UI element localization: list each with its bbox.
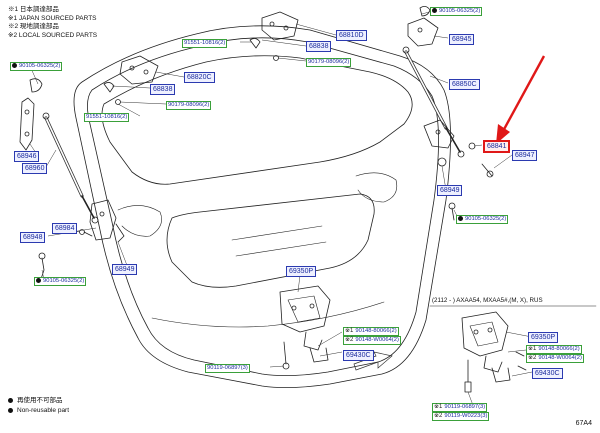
part-label[interactable]: 68947 (512, 150, 538, 161)
part-label[interactable]: 69350P (528, 332, 559, 343)
part-label[interactable]: 68838 (306, 41, 332, 52)
part-label[interactable]: 68960 (22, 163, 48, 174)
non-reusable-dot-icon (458, 216, 463, 221)
diagram-code: 67A4 (575, 420, 592, 427)
legend-line: 再使用不可部品 (8, 396, 69, 406)
part-label[interactable]: 91551-10816(2) (84, 113, 130, 122)
part-label[interactable]: 68810D (336, 30, 367, 41)
note-line: ※2 現地調達部品 (8, 23, 59, 31)
non-reusable-dot-icon (8, 407, 13, 413)
non-reusable-dot-icon (12, 63, 17, 68)
part-label[interactable]: 90105-06325(2) (430, 7, 483, 17)
part-label[interactable]: 68945 (449, 34, 475, 45)
note-line: ※1 日本調達部品 (8, 6, 59, 13)
left-gas-strut (42, 112, 99, 224)
part-label[interactable]: 68946 (14, 151, 40, 162)
part-label[interactable]: 68984 (52, 223, 78, 234)
door-lock-assembly (279, 285, 331, 370)
part-label[interactable]: 90105-06325(2) (10, 62, 63, 72)
part-label[interactable]: 69350P (286, 266, 317, 277)
part-label[interactable]: 69430C (343, 350, 374, 361)
license-recess (166, 193, 375, 288)
variant-note: (2112 - ) AXAA54, MXAA5#,(M, X), RUS (432, 297, 543, 304)
back-door-inner-line (87, 37, 439, 376)
legend-line: Non-reusable part (8, 406, 69, 416)
right-lower-bracket (423, 119, 455, 149)
left-lower-bracket (89, 199, 117, 241)
part-label[interactable]: 68850C (449, 79, 480, 90)
part-label[interactable]: 91551-10816(2) (182, 39, 228, 48)
part-label[interactable]: 68949 (112, 264, 138, 275)
part-label[interactable]: 69430C (532, 368, 563, 379)
part-label[interactable]: 68820C (184, 72, 215, 83)
non-reusable-dot-icon (8, 397, 13, 403)
source-notes: ※1 日本調達部品 ※1 JAPAN SOURCED PARTS ※2 現地調達… (8, 6, 97, 40)
part-label[interactable]: 90179-08096(2) (166, 101, 212, 110)
right-upper-bracket (407, 17, 439, 47)
part-label[interactable]: 68949 (437, 185, 463, 196)
legend: 再使用不可部品 Non-reusable part (8, 396, 69, 416)
non-reusable-dot-icon (432, 8, 437, 13)
part-label[interactable]: 68948 (20, 232, 46, 243)
note-line: ※2 LOCAL SOURCED PARTS (8, 31, 98, 39)
non-reusable-dot-icon (36, 278, 41, 283)
right-hinge (249, 11, 299, 61)
part-label[interactable]: 90105-06325(2) (456, 215, 509, 225)
part-label[interactable]: 90119-06897(3) (205, 364, 250, 373)
left-upper-bracket (19, 97, 35, 151)
glass-opening (101, 55, 413, 185)
part-label-highlighted[interactable]: 68841 (483, 140, 511, 153)
part-label[interactable]: 68838 (150, 84, 176, 95)
note-line: ※1 JAPAN SOURCED PARTS (8, 14, 97, 22)
part-label[interactable]: 90105-06325(2) (34, 277, 87, 287)
back-door-outline (73, 25, 451, 388)
right-gas-strut (402, 46, 465, 158)
highlight-arrow (496, 55, 546, 144)
part-label[interactable]: 90179-08096(2) (306, 58, 352, 67)
